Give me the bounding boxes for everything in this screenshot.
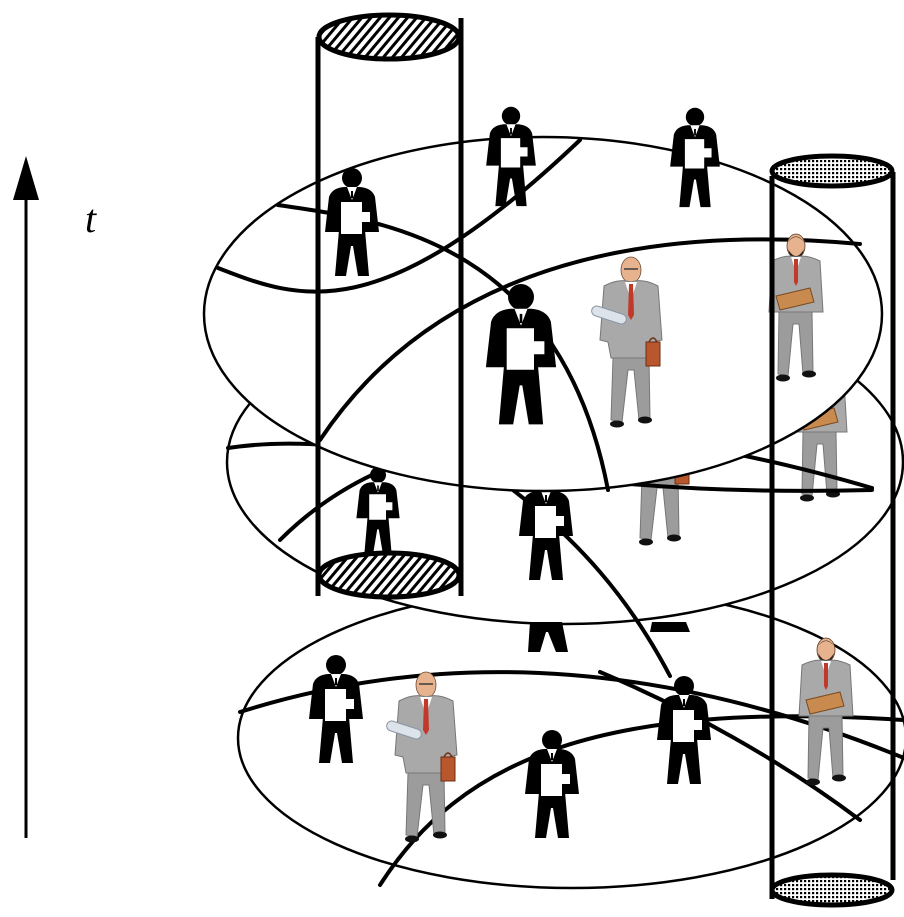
cylinder-cap-top xyxy=(316,12,462,62)
trajectory xyxy=(318,237,862,442)
cylinder-left xyxy=(315,12,464,600)
cylinder-cap-bottom xyxy=(316,550,462,600)
time-axis-label: t xyxy=(85,196,97,241)
trajectory xyxy=(598,670,862,822)
person-black-icon xyxy=(528,622,568,652)
cylinder-right xyxy=(769,153,896,908)
cylinder-cap-top xyxy=(769,153,895,189)
person-black-icon xyxy=(650,622,690,632)
layer-bottom xyxy=(236,586,904,890)
time-axis: t xyxy=(13,156,97,838)
up-arrow-icon xyxy=(13,156,39,200)
cylinder-cap-bottom xyxy=(769,872,895,908)
